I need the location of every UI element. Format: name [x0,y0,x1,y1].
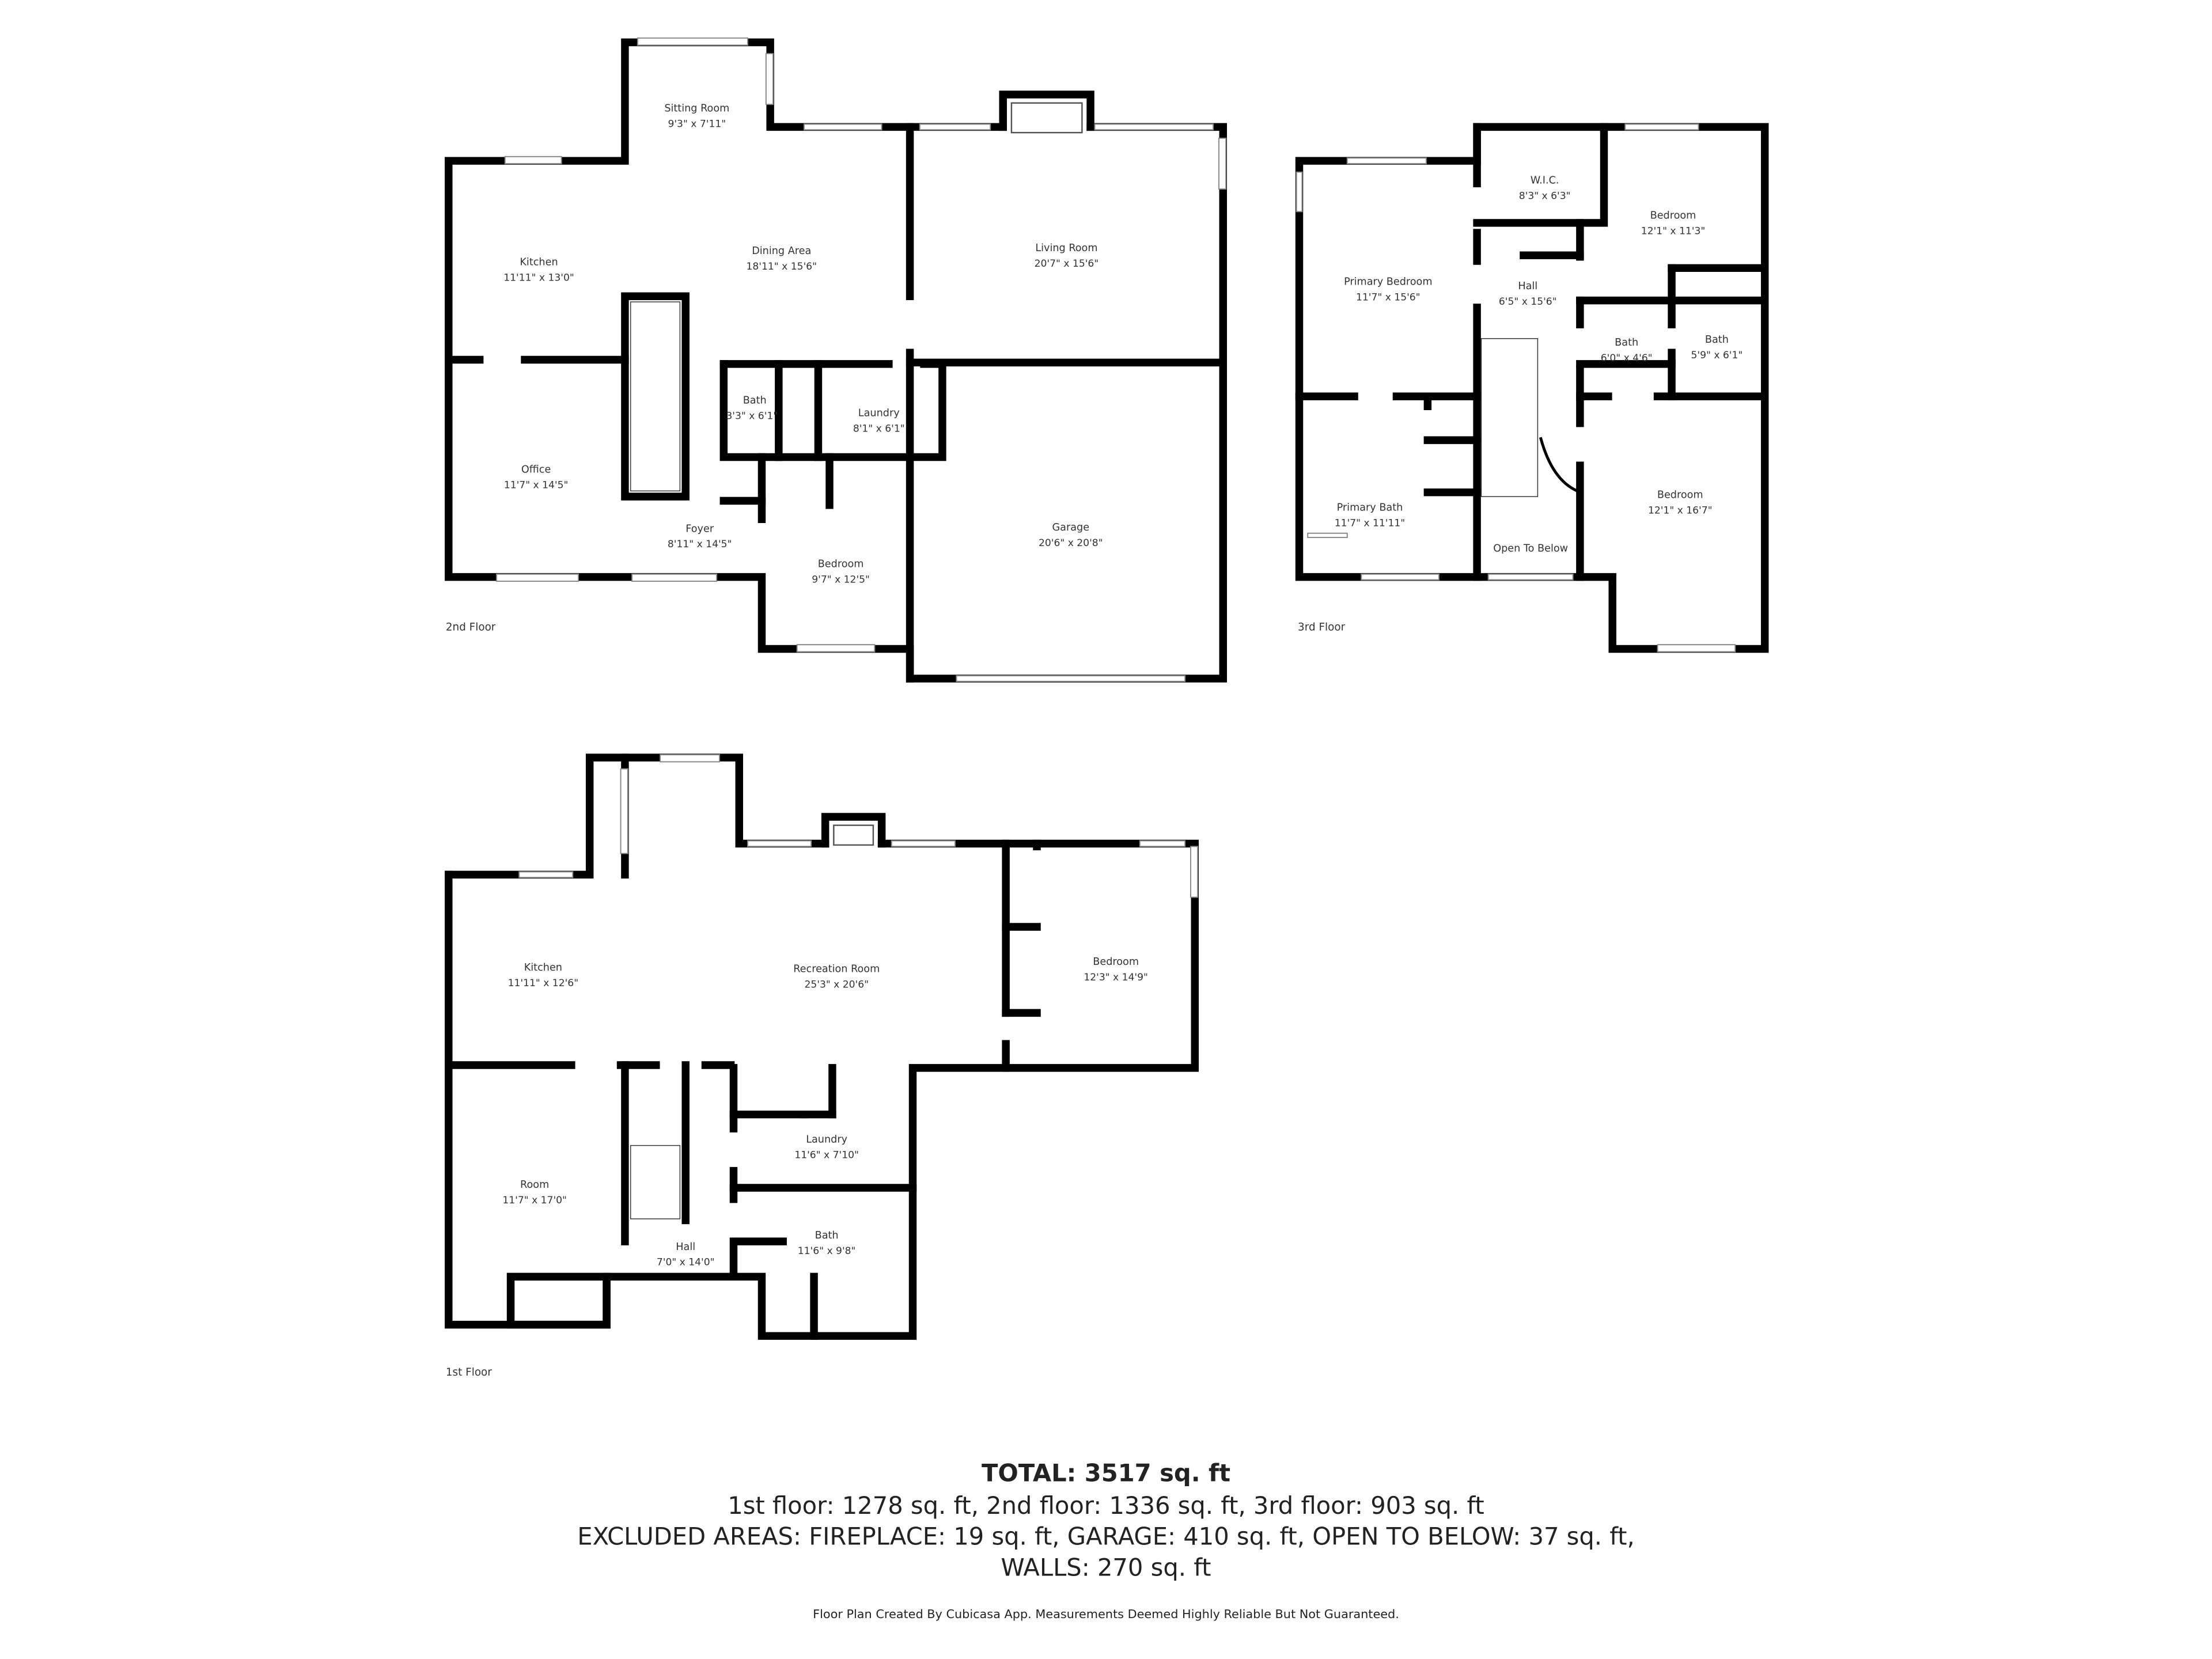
room-name: Hall [676,1241,695,1253]
room-name: Kitchen [524,962,562,974]
room-dims: 11'7" x 15'6" [1356,292,1421,304]
room-dims: 8'3" x 6'3" [1519,190,1571,202]
room-dims: 20'7" x 15'6" [1035,258,1099,270]
room-name: Bath [1705,334,1729,346]
room-name: Room [520,1179,549,1191]
room-name: Garage [1052,522,1090,533]
room-name: Open To Below [1493,543,1568,555]
room-name: Bath [743,395,767,406]
room-dims: 20'6" x 20'8" [1039,537,1103,549]
disclaimer: Floor Plan Created By Cubicasa App. Meas… [813,1607,1399,1621]
walls-area: WALLS: 270 sq. ft [1001,1554,1211,1582]
room-dims: 25'3" x 20'6" [804,979,869,990]
room-name: Bedroom [1650,210,1696,222]
room-name: Primary Bedroom [1344,276,1432,288]
room-dims: 7'0" x 14'0" [657,1257,715,1268]
room-name: Sitting Room [664,103,729,114]
room-dims: 11'7" x 17'0" [502,1195,567,1206]
third-floor-plan [1295,123,1769,653]
room-name: Primary Bath [1337,502,1403,514]
room-dims: 9'7" x 12'5" [812,574,870,585]
room-name: Laundry [806,1134,847,1146]
room-dims: 11'7" x 14'5" [504,479,569,491]
room-dims: 11'7" x 11'11" [1335,517,1405,529]
fireplace [821,813,886,848]
room-dims: 9'3" x 7'11" [668,118,726,130]
floor-label: 3rd Floor [1298,622,1346,634]
room-dims: 11'6" x 7'10" [794,1150,859,1161]
room-name: Office [521,464,551,475]
room-name: Bath [1615,337,1638,349]
room-dims: 11'11" x 12'6" [508,978,578,989]
room-name: Living Room [1035,243,1097,254]
room-name: Bedroom [818,558,864,570]
room-dims: 6'0" x 4'6" [1601,353,1653,364]
room-dims: 8'1" x 6'1" [853,423,905,434]
room-dims: 5'9" x 6'1" [1691,350,1743,361]
room-dims: 18'11" x 15'6" [747,261,817,272]
second-floor-plan [445,37,1227,683]
room-name: Dining Area [752,245,811,257]
excluded-areas: EXCLUDED AREAS: FIREPLACE: 19 sq. ft, GA… [577,1522,1634,1551]
room-dims: 3'3" x 6'1" [726,410,778,422]
floor-areas: 1st floor: 1278 sq. ft, 2nd floor: 1336 … [728,1491,1484,1520]
room-dims: 12'1" x 16'7" [1648,505,1713,516]
room-dims: 11'11" x 13'0" [503,272,574,283]
room-name: Recreation Room [793,963,880,975]
room-name: Bedroom [1093,956,1139,968]
room-dims: 12'1" x 11'3" [1641,226,1706,237]
total-area: TOTAL: 3517 sq. ft [982,1459,1230,1487]
room-dims: 8'11" x 14'5" [668,539,732,550]
stairs [630,1145,681,1219]
room-name: Kitchen [520,256,558,268]
room-dims: 11'6" x 9'8" [798,1245,856,1257]
room-name: Laundry [858,407,900,419]
stairs [1480,338,1578,497]
room-dims: 6'5" x 15'6" [1499,296,1557,308]
room-name: W.I.C. [1531,175,1559,186]
stairs [630,301,681,491]
room-name: Bath [815,1230,839,1241]
room-name: Bedroom [1657,489,1703,501]
floor-label: 1st Floor [446,1366,492,1378]
first-floor-plan [445,753,1199,1340]
room-name: Hall [1518,281,1537,292]
fireplace [999,90,1094,131]
floor-label: 2nd Floor [446,622,496,634]
room-dims: 12'3" x 14'9" [1084,972,1148,983]
room-name: Foyer [685,523,714,535]
